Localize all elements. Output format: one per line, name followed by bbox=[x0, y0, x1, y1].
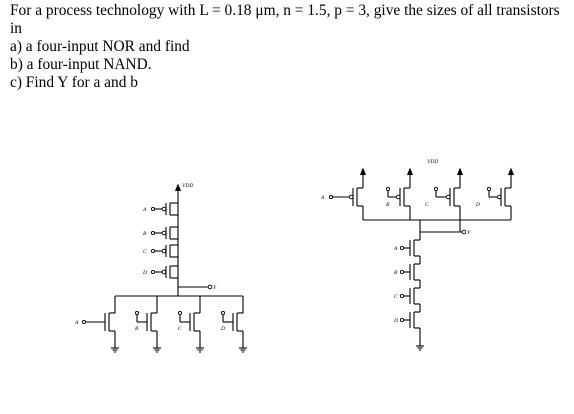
nand-nmos-c-label: C bbox=[394, 294, 398, 300]
nor-nmos-b-label: B bbox=[135, 326, 139, 332]
nor-pmos-c bbox=[150, 244, 178, 258]
nand-nmos-d bbox=[399, 311, 420, 329]
nor-pmos-a bbox=[150, 202, 178, 216]
nand-nmos-d-label: D bbox=[393, 318, 398, 324]
nand-gate-schematic: VDD A bbox=[320, 159, 515, 351]
nand-nmos-c bbox=[399, 287, 420, 305]
nand-nmos-b-label: B bbox=[394, 270, 398, 276]
nand-nmos-a bbox=[399, 239, 420, 257]
question-line-2: a) a four-input NOR and find bbox=[10, 38, 190, 55]
nor-output-label: Y bbox=[213, 285, 217, 291]
nand-output-label: Y bbox=[467, 230, 471, 236]
question-text: For a process technology with L = 0.18 μ… bbox=[10, 2, 565, 92]
nor-pmos-b bbox=[150, 226, 178, 240]
nand-pmos-b bbox=[385, 186, 411, 220]
nand-pmos-a bbox=[328, 187, 364, 220]
nand-output-node bbox=[420, 220, 467, 235]
nor-nmos-c bbox=[177, 310, 204, 353]
question-line-4: c) Find Y for a and b bbox=[10, 74, 138, 91]
nor-nmos-c-label: C bbox=[178, 326, 182, 332]
nor-input-d-label: D bbox=[142, 270, 147, 276]
nand-ground bbox=[416, 328, 424, 351]
question-line-1: For a process technology with L = 0.18 μ… bbox=[10, 2, 560, 37]
nand-nmos-b bbox=[399, 263, 420, 281]
nor-nmos-d bbox=[220, 310, 247, 353]
nor-nmos-a-label: A bbox=[74, 320, 79, 326]
nand-pmos-c-label: C bbox=[425, 202, 429, 208]
nor-input-b-label: B bbox=[143, 231, 147, 237]
nor-input-a-label: A bbox=[142, 207, 147, 213]
nor-vdd-label: VDD bbox=[182, 183, 193, 189]
nand-pmos-a-label: A bbox=[320, 195, 325, 201]
nor-input-c-label: C bbox=[143, 249, 147, 255]
nand-pmos-c bbox=[433, 186, 461, 220]
nor-nmos-a bbox=[81, 312, 119, 353]
nor-nmos-d-label: D bbox=[220, 326, 225, 332]
nand-vdd-arrows bbox=[359, 167, 515, 188]
nor-nmos-b bbox=[134, 310, 161, 353]
question-line-3: b) a four-input NAND. bbox=[10, 56, 152, 73]
nor-gate-schematic: VDD bbox=[74, 183, 247, 353]
nand-pmos-d bbox=[486, 186, 512, 220]
nor-pmos-d bbox=[150, 265, 178, 279]
nand-pmos-d-label: D bbox=[475, 202, 480, 208]
nand-vdd-label: VDD bbox=[427, 159, 438, 165]
nand-nmos-a-label: A bbox=[393, 246, 398, 252]
nor-output-node bbox=[178, 284, 213, 290]
nand-pmos-b-label: B bbox=[386, 202, 390, 208]
nor-vdd-arrow bbox=[174, 183, 182, 198]
